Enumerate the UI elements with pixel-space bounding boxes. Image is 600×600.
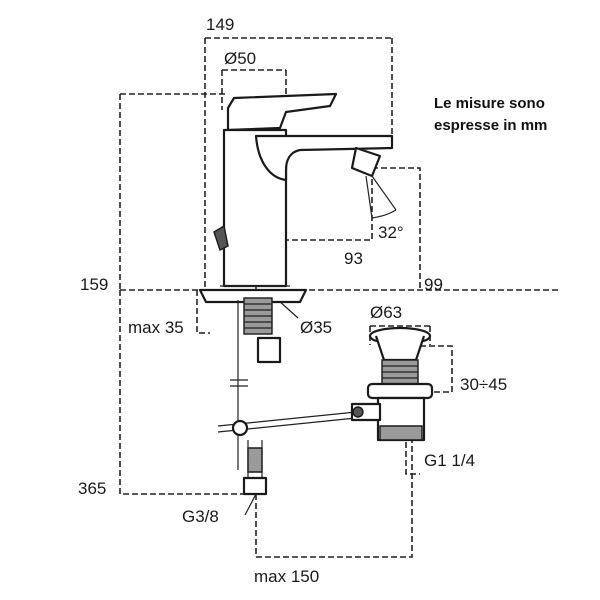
label-aerator-angle: 32° [378, 223, 404, 242]
label-body-diameter: Ø50 [224, 49, 256, 68]
units-note-line-1: Le misure sono [434, 95, 545, 112]
label-waste-diameter: Ø63 [370, 303, 402, 322]
units-note: Le misure sono espresse in mm [434, 95, 547, 134]
label-max-rod: max 150 [254, 567, 319, 586]
label-waste-thread: G1 1/4 [424, 451, 475, 470]
label-total-height: 365 [78, 479, 106, 498]
label-spout-reach: 93 [344, 249, 363, 268]
label-hole-diameter: Ø35 [300, 318, 332, 337]
label-overall-width: 149 [206, 15, 234, 34]
dimension-lines [119, 37, 560, 558]
label-deck-height: 159 [80, 275, 108, 294]
under-deck-fittings [217, 297, 357, 496]
label-max-deck-thickness: max 35 [128, 318, 184, 337]
label-waste-adjust: 30÷45 [460, 375, 507, 394]
label-spout-height: 99 [424, 275, 443, 294]
waste-assembly [350, 326, 434, 442]
label-hose-thread: G3/8 [182, 507, 219, 526]
dimension-labels: 149 Ø50 32° 93 159 99 max 35 Ø35 Ø63 30÷… [78, 15, 507, 586]
faucet-body [198, 92, 397, 304]
units-note-line-2: espresse in mm [434, 117, 547, 134]
